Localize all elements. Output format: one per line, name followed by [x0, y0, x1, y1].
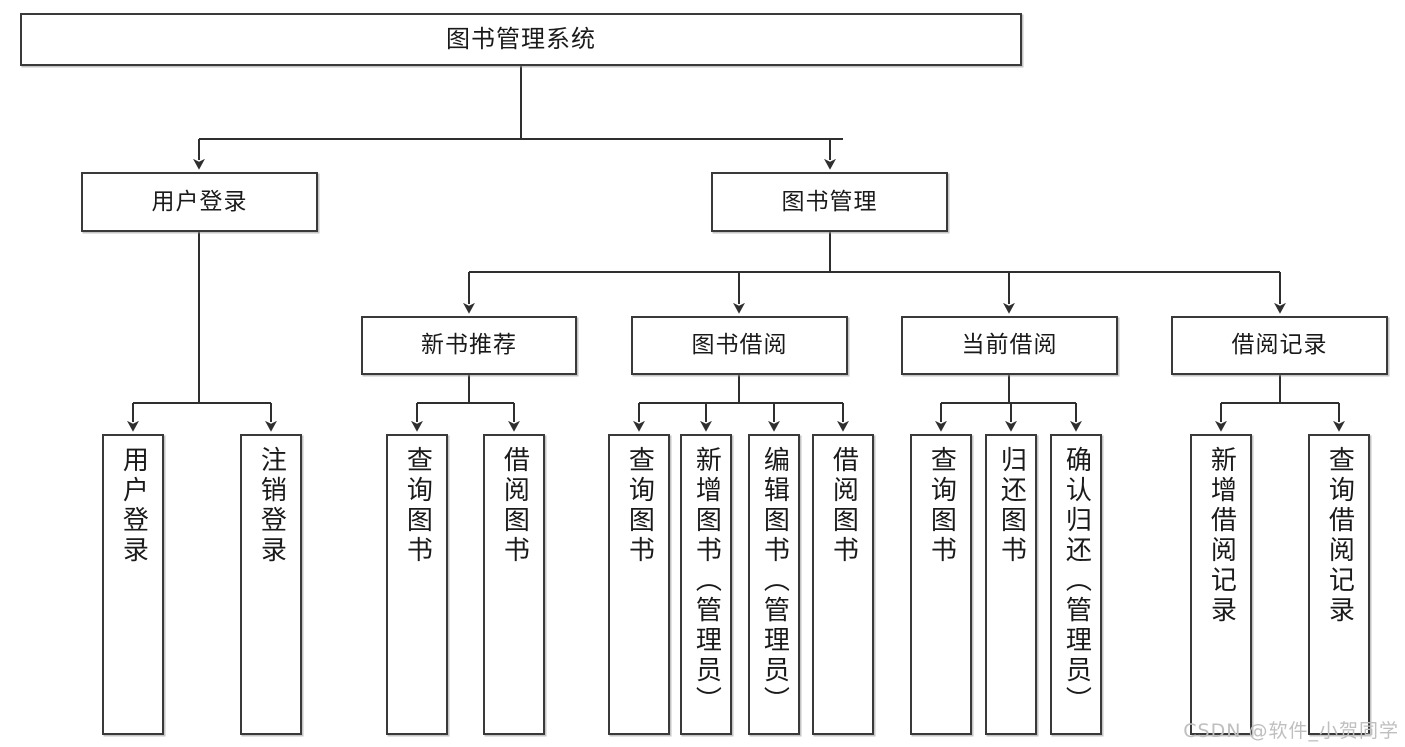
node-current-borrow-label: 当前借阅 — [961, 332, 1058, 359]
node-leaf-add-book-label: 新增图书（管理员） — [691, 446, 722, 716]
node-leaf-edit-book[interactable]: 编辑图书（管理员） — [748, 434, 800, 735]
node-book-manage[interactable]: 图书管理 — [711, 172, 948, 232]
node-leaf-query-book-1-label: 查询图书 — [402, 446, 433, 566]
node-book-borrow-label: 图书借阅 — [691, 332, 788, 359]
node-leaf-add-record-label: 新增借阅记录 — [1206, 446, 1237, 626]
node-leaf-borrow-book-2[interactable]: 借阅图书 — [812, 434, 874, 735]
node-new-book-rec-label: 新书推荐 — [421, 332, 517, 359]
node-leaf-query-book-3-label: 查询图书 — [926, 446, 957, 566]
node-leaf-query-book-1[interactable]: 查询图书 — [386, 434, 448, 735]
node-user-login-label: 用户登录 — [151, 188, 248, 215]
node-current-borrow[interactable]: 当前借阅 — [901, 316, 1118, 375]
node-leaf-user-logout[interactable]: 注销登录 — [240, 434, 302, 735]
node-leaf-add-record[interactable]: 新增借阅记录 — [1190, 434, 1252, 735]
node-leaf-return-book-label: 归还图书 — [996, 446, 1027, 566]
node-leaf-query-book-3[interactable]: 查询图书 — [910, 434, 972, 735]
node-leaf-borrow-book-1-label: 借阅图书 — [499, 446, 530, 566]
node-leaf-query-book-2-label: 查询图书 — [624, 446, 655, 566]
watermark: CSDN @软件_小贺同学 — [1183, 720, 1399, 742]
node-leaf-query-book-2[interactable]: 查询图书 — [608, 434, 670, 735]
node-leaf-user-login-label: 用户登录 — [118, 446, 149, 566]
node-leaf-confirm-return[interactable]: 确认归还（管理员） — [1050, 434, 1102, 735]
node-borrow-record[interactable]: 借阅记录 — [1171, 316, 1388, 375]
node-leaf-user-logout-label: 注销登录 — [256, 446, 287, 566]
node-leaf-return-book[interactable]: 归还图书 — [985, 434, 1037, 735]
node-leaf-borrow-book-2-label: 借阅图书 — [828, 446, 859, 566]
node-root[interactable]: 图书管理系统 — [20, 13, 1022, 66]
node-book-borrow[interactable]: 图书借阅 — [631, 316, 848, 375]
node-leaf-edit-book-label: 编辑图书（管理员） — [759, 446, 790, 716]
node-new-book-rec[interactable]: 新书推荐 — [361, 316, 577, 375]
node-root-label: 图书管理系统 — [446, 24, 596, 53]
node-leaf-confirm-return-label: 确认归还（管理员） — [1061, 446, 1092, 716]
node-leaf-borrow-book-1[interactable]: 借阅图书 — [483, 434, 545, 735]
node-user-login[interactable]: 用户登录 — [81, 172, 318, 232]
node-leaf-query-record-label: 查询借阅记录 — [1324, 446, 1355, 626]
node-leaf-user-login[interactable]: 用户登录 — [102, 434, 164, 735]
node-book-manage-label: 图书管理 — [781, 188, 878, 215]
node-leaf-add-book[interactable]: 新增图书（管理员） — [680, 434, 732, 735]
node-leaf-query-record[interactable]: 查询借阅记录 — [1308, 434, 1370, 735]
node-borrow-record-label: 借阅记录 — [1231, 332, 1328, 359]
